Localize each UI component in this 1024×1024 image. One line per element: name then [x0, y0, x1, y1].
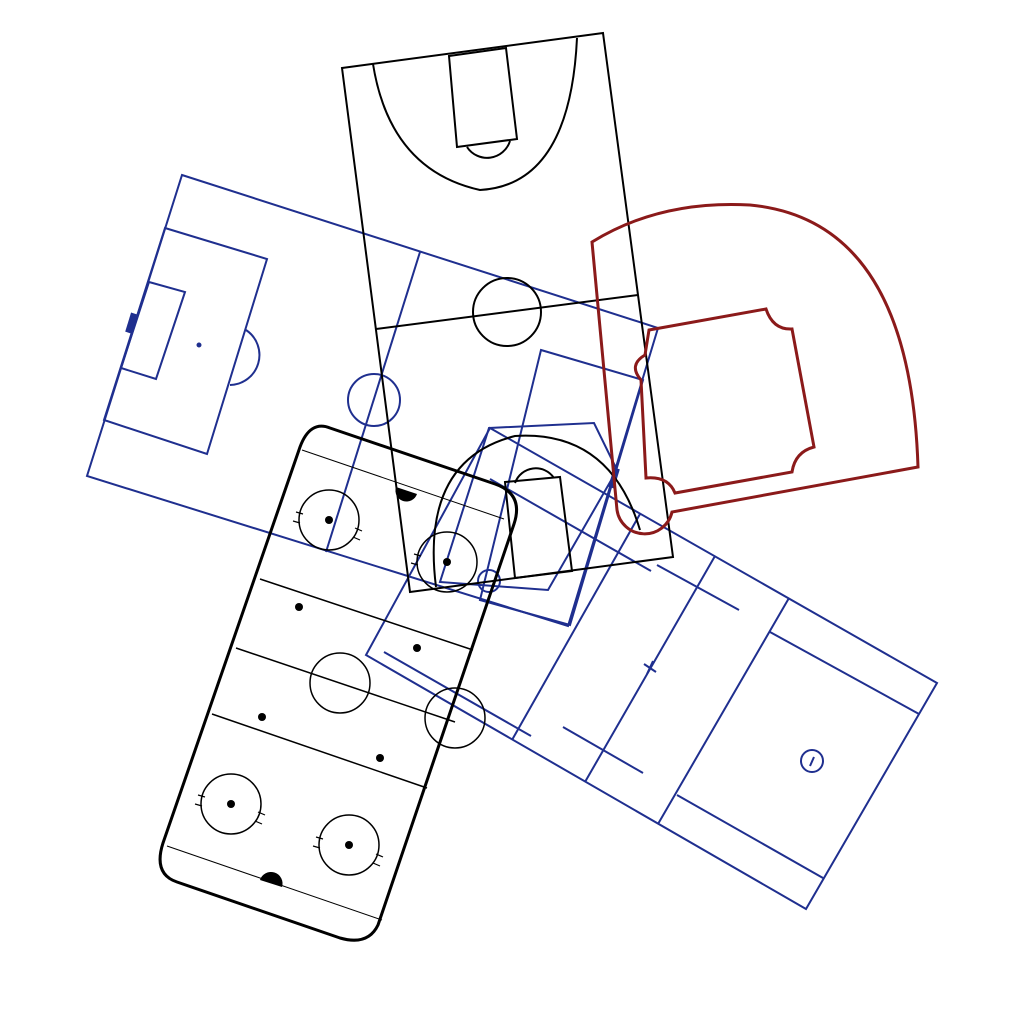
lacrosse-box-bottom-right	[676, 794, 824, 879]
hockey-goal-line-top	[301, 449, 505, 520]
lacrosse-box-top-left	[489, 478, 652, 572]
basketball-key-top	[447, 46, 519, 149]
lacrosse-restraining-line-right	[657, 597, 790, 825]
hockey-neutral-dot	[376, 754, 384, 762]
lacrosse-inner-box	[438, 421, 619, 592]
hockey-faceoff-circle-br	[318, 814, 380, 876]
hockey-faceoff-dot	[325, 516, 333, 524]
hockey-neutral-dot	[295, 603, 303, 611]
basketball-half-court-line	[375, 294, 639, 330]
hockey-neutral-dot	[413, 644, 421, 652]
lacrosse-crease-right	[800, 749, 824, 773]
baseball-outfield-fence	[590, 203, 920, 536]
hockey-faceoff-dot	[227, 800, 235, 808]
lacrosse-field	[364, 348, 939, 911]
lacrosse-center-x-b	[646, 660, 654, 675]
soccer-penalty-spot	[196, 342, 202, 348]
hockey-faceoff-circle-bl	[200, 773, 262, 835]
hockey-faceoff-dot	[345, 841, 353, 849]
lacrosse-wing-line-bottom	[562, 726, 644, 774]
hockey-center-line	[235, 647, 456, 723]
lacrosse-wing-line-top	[656, 564, 740, 611]
soccer-halfway-line	[325, 251, 421, 553]
baseball-diamond	[590, 203, 920, 536]
basketball-free-throw-arc-top	[466, 140, 511, 159]
hockey-blue-line-top	[259, 578, 474, 651]
soccer-pitch	[85, 173, 660, 628]
baseball-infield-dirt	[633, 307, 816, 495]
hockey-rink	[158, 424, 519, 942]
basketball-key-bottom	[503, 475, 574, 580]
hockey-hash-marks	[194, 511, 422, 867]
lacrosse-box-top-right	[769, 631, 920, 715]
basketball-court	[340, 31, 675, 594]
lacrosse-goal-area-top	[478, 348, 645, 627]
basketball-free-throw-arc-bottom	[514, 467, 555, 484]
hockey-blue-line-bottom	[211, 713, 428, 789]
soccer-penalty-arc	[229, 329, 261, 386]
soccer-goal-area	[119, 280, 187, 381]
soccer-goal-left	[125, 312, 137, 334]
basketball-court-boundary	[340, 31, 675, 594]
hockey-neutral-dot	[258, 713, 266, 721]
hockey-goal-crease-bottom	[260, 871, 283, 887]
soccer-center-circle	[347, 373, 401, 427]
basketball-center-circle	[472, 277, 542, 347]
hockey-faceoff-circle-tl	[298, 489, 360, 551]
lacrosse-goal-right	[809, 756, 815, 767]
basketball-three-point-arc-top	[372, 37, 578, 192]
hockey-faceoff-circle-partial	[424, 687, 486, 749]
hockey-goal-crease-top	[395, 487, 417, 502]
hockey-faceoff-dot	[443, 558, 451, 566]
hockey-faceoff-circle-tr	[416, 531, 478, 593]
hockey-rink-boundary	[158, 424, 519, 942]
hockey-faceoff-dots	[227, 487, 451, 887]
hockey-center-circle	[309, 652, 371, 714]
